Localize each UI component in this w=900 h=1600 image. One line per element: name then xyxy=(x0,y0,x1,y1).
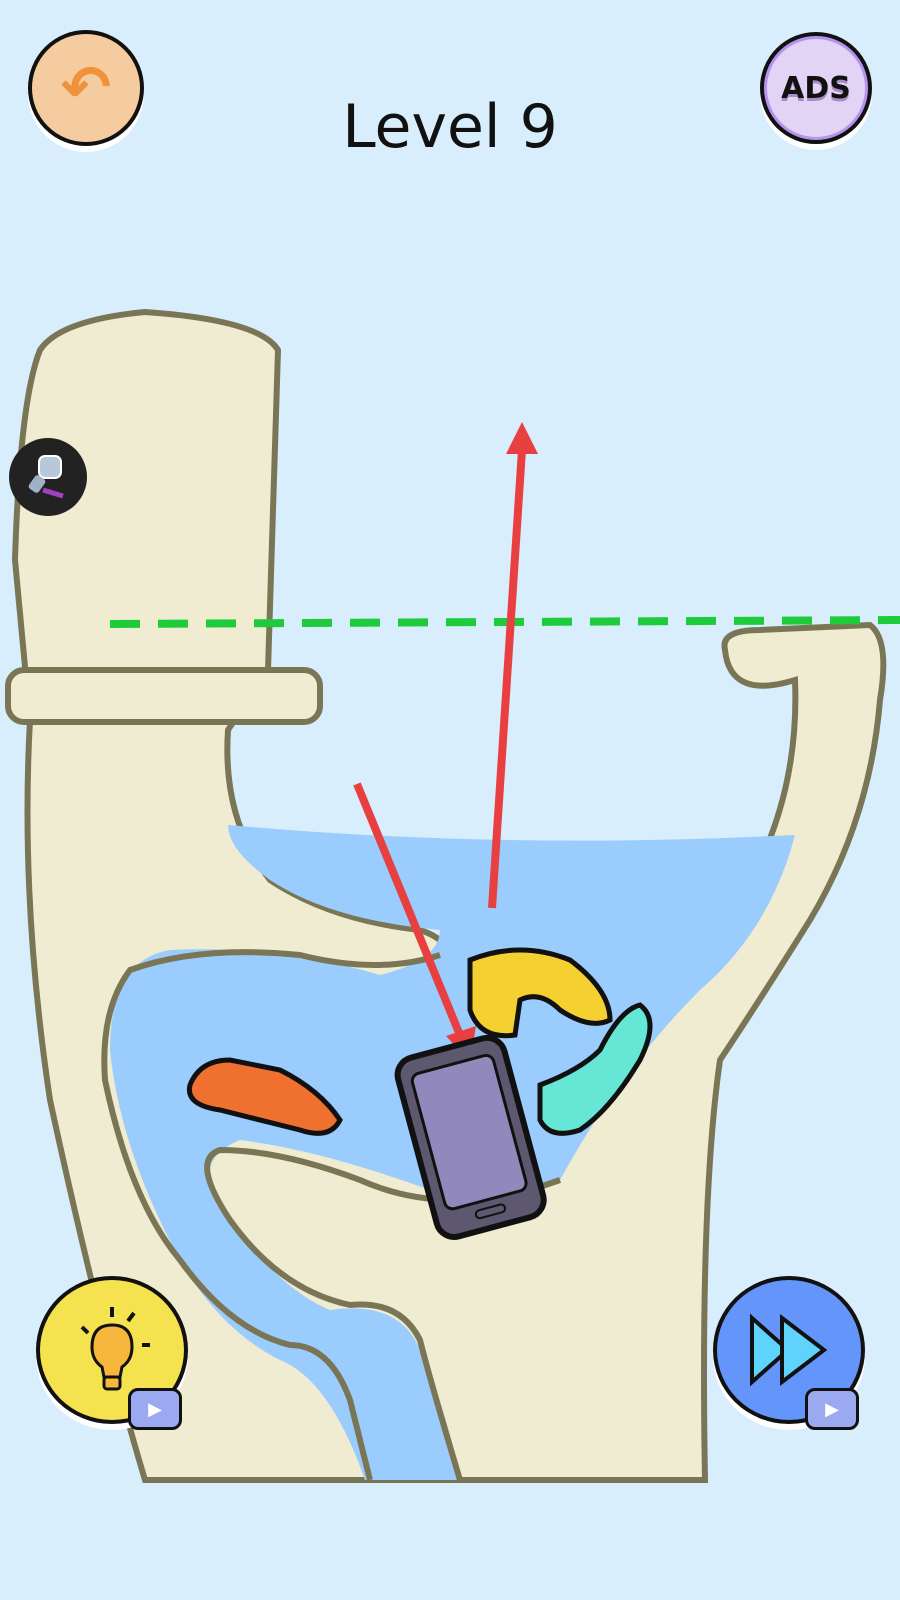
undo-arrow-icon: ↶ xyxy=(60,53,112,123)
goal-line xyxy=(109,616,900,628)
level-title: Level 9 xyxy=(342,92,558,162)
ads-label: ADS xyxy=(781,70,851,106)
bowl-inner-outline xyxy=(101,949,562,1481)
skip-level-button[interactable]: ▶ xyxy=(713,1276,865,1430)
sock-left xyxy=(186,1057,343,1136)
play-video-icon: ▶ xyxy=(805,1388,859,1430)
hint-button[interactable]: ▶ xyxy=(36,1276,188,1430)
phone[interactable] xyxy=(394,1034,548,1241)
back-button[interactable]: ↶ xyxy=(28,30,144,146)
remove-ads-button[interactable]: ADS xyxy=(760,32,872,144)
key-icon[interactable] xyxy=(9,438,87,516)
sock-right xyxy=(537,1002,653,1136)
up-arrow xyxy=(488,422,538,909)
tank-lid-band xyxy=(5,667,323,725)
play-video-icon: ▶ xyxy=(128,1388,182,1430)
fast-forward-icon xyxy=(750,1313,828,1387)
lightbulb-icon xyxy=(80,1307,150,1391)
sock-top xyxy=(467,947,613,1039)
